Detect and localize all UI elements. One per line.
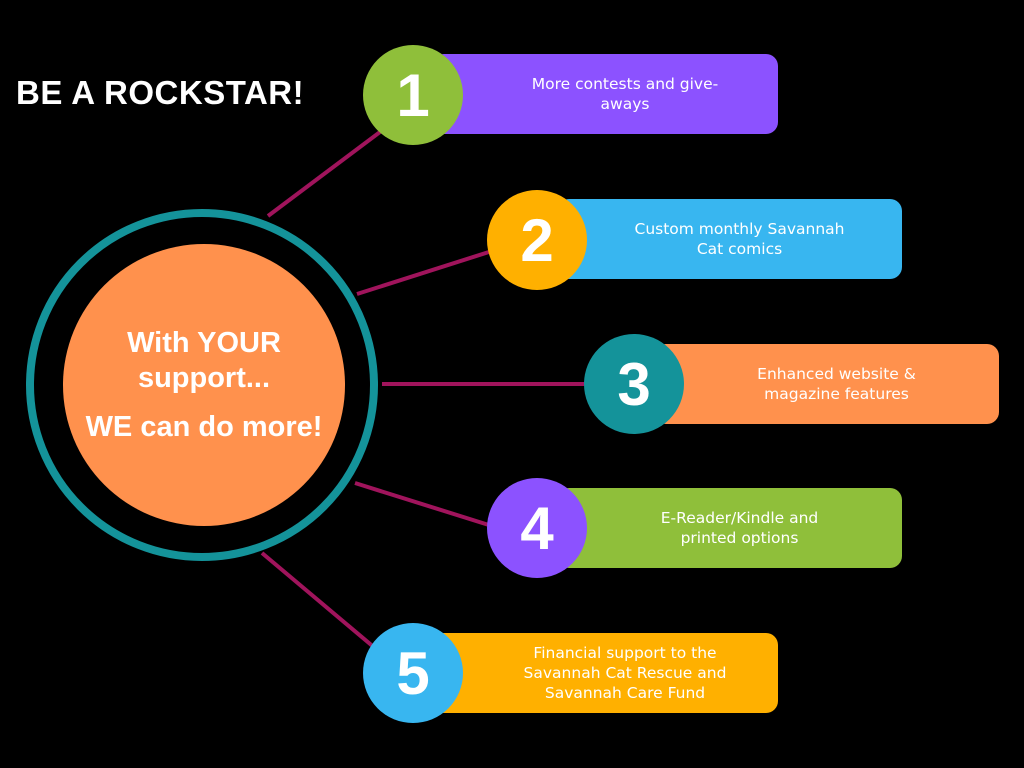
center-text-support: With YOUR support...	[127, 326, 281, 394]
page-title: BE A ROCKSTAR!	[16, 74, 305, 111]
item-number-3: 3	[617, 350, 651, 418]
item-card-4: E-Reader/Kindle and printed options	[557, 488, 902, 568]
item-card-3: Enhanced website & magazine features	[654, 344, 999, 424]
item-card-2: Custom monthly Savannah Cat comics	[557, 199, 902, 279]
item-badge-3: 3	[584, 334, 684, 434]
connector-line-5	[260, 551, 384, 656]
item-number-5: 5	[396, 639, 430, 707]
item-badge-4: 4	[487, 478, 587, 578]
item-text-1: More contests and give-aways	[531, 75, 719, 113]
item-text-2: Custom monthly Savannah Cat comics	[634, 220, 845, 258]
center-text-more: WE can do more!	[85, 410, 323, 443]
item-card-1: More contests and give-aways	[432, 54, 778, 134]
item-text-3: Enhanced website & magazine features	[757, 365, 916, 403]
center-circle: With YOUR support... WE can do more!	[63, 244, 345, 526]
item-number-2: 2	[520, 206, 554, 274]
center-ring	[26, 209, 378, 561]
item-number-4: 4	[520, 494, 554, 562]
item-text-5: Financial support to the Savannah Cat Re…	[523, 644, 727, 702]
connector-line-4	[354, 481, 493, 528]
item-badge-2: 2	[487, 190, 587, 290]
item-badge-5: 5	[363, 623, 463, 723]
item-card-5: Financial support to the Savannah Cat Re…	[432, 633, 778, 713]
connector-line-1	[266, 124, 390, 218]
item-text-4: E-Reader/Kindle and printed options	[660, 509, 819, 547]
connector-line-2	[356, 249, 493, 296]
item-number-1: 1	[396, 61, 430, 129]
item-badge-1: 1	[363, 45, 463, 145]
